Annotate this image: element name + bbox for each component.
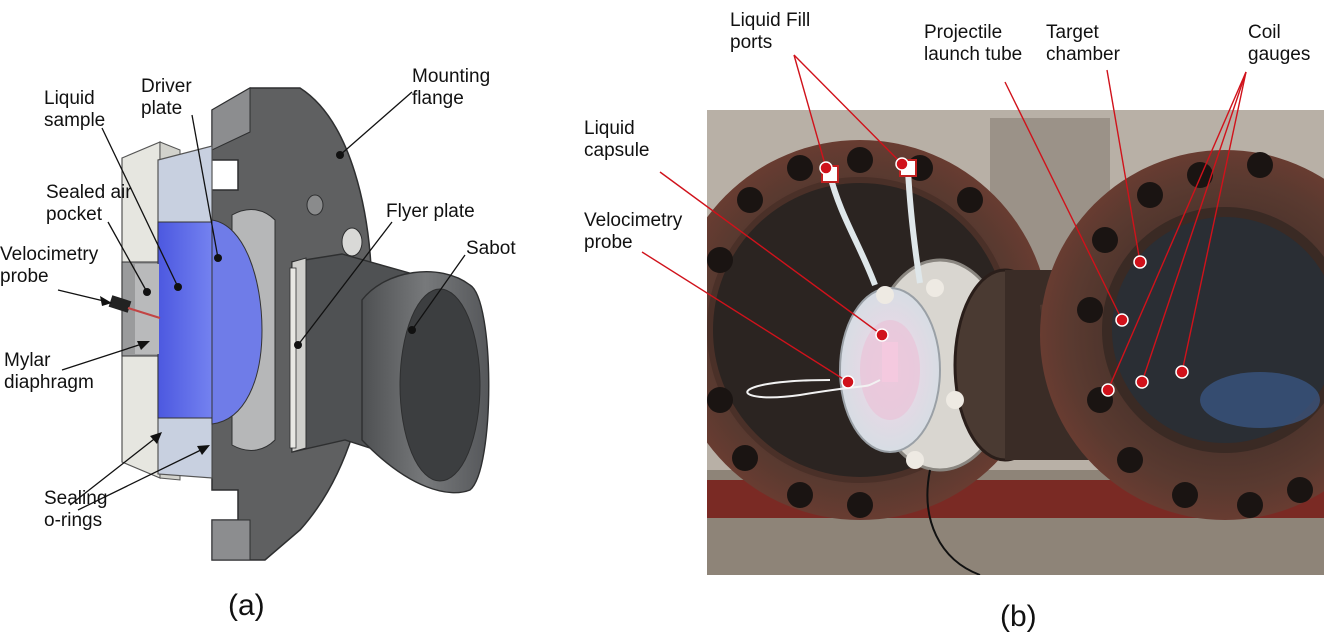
label-liquid-capsule: Liquid capsule — [584, 118, 650, 161]
label-velocimetry-probe-a: Velocimetry probe — [0, 244, 99, 287]
probe-rod — [108, 295, 161, 319]
label-velocimetry-probe-b: Velocimetry probe — [584, 210, 683, 253]
label-liquid-fill-ports: Liquid Fill ports — [730, 10, 811, 53]
panel-a-cad-cutaway: Liquid sample Driver plate Mounting flan… — [0, 0, 560, 641]
label-target-chamber: Target chamber — [1046, 22, 1120, 65]
panel-b-photograph: Liquid Fill ports Projectile launch tube… — [560, 0, 1329, 641]
label-mylar-diaphragm: Mylar diaphragm — [4, 350, 94, 393]
label-driver-plate: Driver plate — [141, 76, 192, 119]
label-mounting-flange: Mounting flange — [412, 66, 491, 109]
air-pocket-inner — [135, 264, 159, 354]
fill-tubes — [821, 159, 923, 287]
flyer-plate-disk — [289, 267, 297, 449]
black-cable — [926, 469, 981, 576]
panel-b-leaders — [641, 54, 1247, 397]
panel-a-leaders — [57, 91, 466, 511]
label-sealing-o-rings: Sealing o-rings — [44, 488, 108, 531]
label-flyer-plate: Flyer plate — [386, 201, 475, 222]
label-liquid-sample: Liquid sample — [44, 88, 106, 131]
label-projectile-launch-tube: Projectile launch tube — [924, 22, 1023, 65]
right-flange — [1040, 150, 1329, 520]
photo-illustration — [560, 0, 1329, 641]
cad-drawing — [57, 87, 490, 561]
label-sealed-air-pocket: Sealed air pocket — [46, 182, 132, 225]
label-coil-gauges: Coil gauges — [1248, 22, 1311, 65]
caption-a: (a) — [228, 589, 265, 622]
probe-fiber — [746, 379, 881, 399]
label-sabot: Sabot — [466, 238, 516, 259]
driver-plate — [157, 145, 263, 479]
caption-b: (b) — [1000, 600, 1037, 633]
